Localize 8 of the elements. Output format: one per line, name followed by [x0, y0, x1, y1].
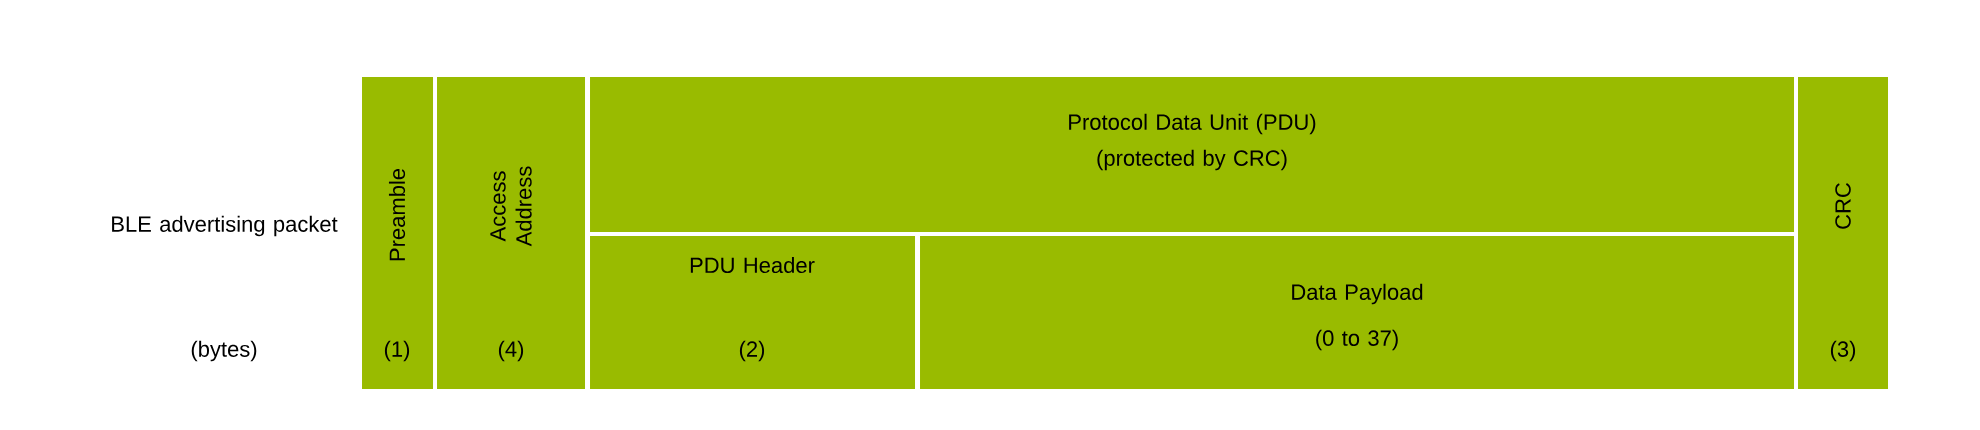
row-label: (bytes) [191, 340, 257, 362]
field-box: Preamble (1) [362, 77, 433, 389]
field-box: PDU Header (2) [590, 236, 915, 389]
field-box: Access Address (4) [437, 77, 585, 389]
field-box: Protocol Data Unit (PDU) (protected by CRC) [590, 77, 1794, 232]
field-box: Data Payload (0 to 37) [920, 236, 1794, 389]
row-label: BLE advertising packet [112, 215, 338, 237]
field-box: CRC (3) [1798, 77, 1888, 389]
